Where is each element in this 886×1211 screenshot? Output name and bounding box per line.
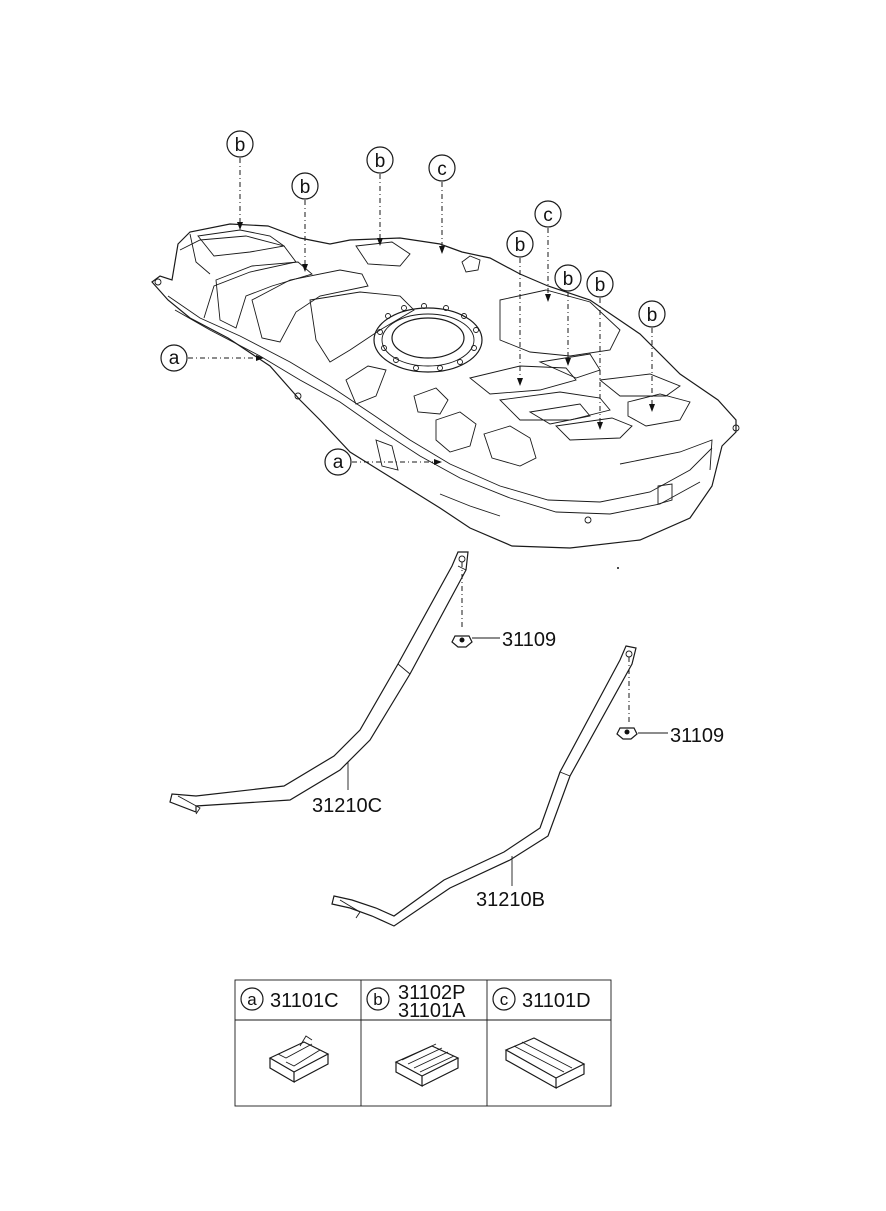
legend-cell-a-letter: a xyxy=(247,990,257,1009)
callout-b-7: b xyxy=(638,300,666,328)
callout-a-1: a xyxy=(160,344,188,372)
callout-b-5-label: b xyxy=(563,269,574,290)
pad-b-illustration xyxy=(394,1043,460,1088)
callout-b-2-label: b xyxy=(300,177,311,198)
legend-cell-a-code: 31101C xyxy=(270,990,339,1012)
strap-31210C-label: 31210C xyxy=(312,795,382,817)
pump-ring-bolts xyxy=(377,303,479,371)
callout-b-1: b xyxy=(226,130,254,158)
callout-b-6: b xyxy=(586,270,614,298)
strap-31210C xyxy=(169,551,469,815)
strap-31210B-label: 31210B xyxy=(476,889,545,911)
callout-b-5: b xyxy=(554,264,582,292)
legend-cell-b-letter: b xyxy=(373,990,382,1009)
callout-c-2-label: c xyxy=(543,205,553,226)
callout-b-7-label: b xyxy=(647,305,658,326)
callout-b-1-label: b xyxy=(235,135,246,156)
pad-c-illustration xyxy=(504,1037,586,1090)
fuel-tank xyxy=(151,223,740,549)
legend-cell-c-code: 31101D xyxy=(522,990,591,1012)
callout-b-4-label: b xyxy=(515,235,526,256)
legend-cell-c: c 31101D xyxy=(492,987,591,1012)
legend-cell-b-code-1: 31102P xyxy=(398,982,465,1004)
legend-cell-c-letter: c xyxy=(500,990,509,1009)
nut-31109-rear: 31109 xyxy=(616,725,724,747)
nut-31109-rear-label: 31109 xyxy=(670,725,724,747)
callout-leaders xyxy=(188,158,655,465)
nut-31109-front: 31109 xyxy=(451,629,556,651)
callout-b-3: b xyxy=(366,146,394,174)
callout-a-2-label: a xyxy=(333,452,344,473)
legend-cell-b: b 31102P 31101A xyxy=(366,982,466,1022)
callout-b-4: b xyxy=(506,230,534,258)
callout-b-3-label: b xyxy=(375,151,386,172)
nut-31109-front-label: 31109 xyxy=(502,629,556,651)
callout-b-2: b xyxy=(291,172,319,200)
callout-c-1: c xyxy=(428,154,456,182)
callout-a-2: a xyxy=(324,448,352,476)
callout-c-1-label: c xyxy=(437,159,447,180)
callout-a-1-label: a xyxy=(169,348,180,369)
strap-31210B xyxy=(331,645,637,927)
callout-c-2: c xyxy=(534,200,562,228)
callout-b-6-label: b xyxy=(595,275,606,296)
legend-cell-b-code-2: 31101A xyxy=(398,1000,466,1022)
pad-a-illustration xyxy=(268,1035,330,1084)
legend-table: a 31101C b 31102P 31101A c 31101D xyxy=(234,979,612,1107)
legend-cell-a: a 31101C xyxy=(240,987,339,1012)
